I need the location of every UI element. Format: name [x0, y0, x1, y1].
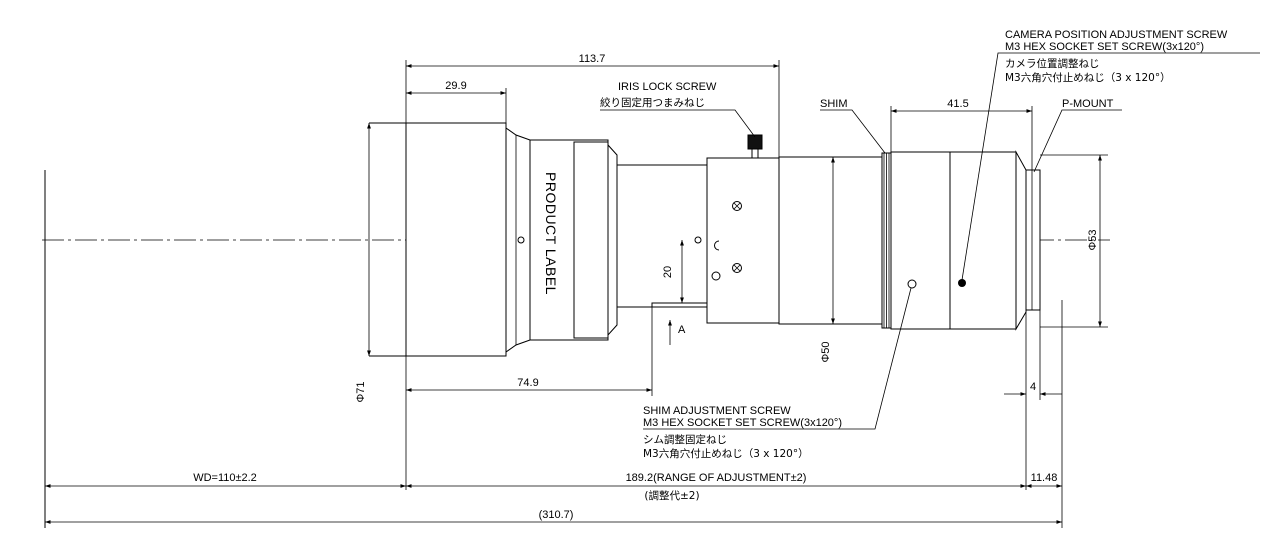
shim-adjustment-screw-spec-jp: M3六角穴付止めねじ（3 x 120°） — [643, 447, 809, 460]
dim-diameter-mount: Φ53 — [1087, 229, 1099, 250]
dim-diameter-body: Φ50 — [820, 341, 832, 362]
dim-adjustment-range-jp: (調整代±2) — [644, 489, 699, 502]
dim-adjustment-range: 189.2(RANGE OF ADJUSTMENT±2) — [626, 472, 807, 484]
product-label: PRODUCT LABEL — [543, 172, 559, 295]
dim-front-length: 29.9 — [445, 80, 466, 92]
dim-diameter-front: Φ71 — [355, 381, 367, 402]
lens-body — [369, 122, 1041, 357]
dim-base-offset: 74.9 — [517, 377, 538, 389]
shim-adjustment-screw-label: SHIM ADJUSTMENT SCREW — [643, 405, 791, 417]
dim-flange-distance: 11.48 — [1031, 472, 1058, 484]
camera-adjustment-screw-spec: M3 HEX SOCKET SET SCREW(3x120°) — [1005, 41, 1204, 53]
dim-total-length: 113.7 — [579, 53, 606, 65]
shim-adjustment-screw-label-jp: シム調整固定ねじ — [643, 433, 727, 446]
camera-adjustment-screw-label-jp: カメラ位置調整ねじ — [1005, 57, 1100, 70]
dim-overall: (310.7) — [539, 509, 574, 521]
iris-lock-label-jp: 絞り固定用つまみねじ — [600, 96, 705, 109]
dim-working-distance: WD=110±2.2 — [193, 472, 257, 484]
view-a-label: A — [678, 324, 686, 336]
dim-back-length: 41.5 — [947, 98, 968, 110]
camera-adjustment-screw-spec-jp: M3六角穴付止めねじ（3 x 120°） — [1005, 71, 1171, 84]
shim-label: SHIM — [820, 98, 848, 110]
iris-lock-label-en: IRIS LOCK SCREW — [618, 81, 717, 93]
dim-axis-height: 20 — [662, 266, 674, 278]
dim-flange-thickness: 4 — [1030, 381, 1036, 393]
p-mount-label: P-MOUNT — [1062, 98, 1114, 110]
shim-adjustment-screw-spec: M3 HEX SOCKET SET SCREW(3x120°) — [643, 417, 842, 429]
camera-adjustment-screw-label: CAMERA POSITION ADJUSTMENT SCREW — [1005, 29, 1228, 41]
